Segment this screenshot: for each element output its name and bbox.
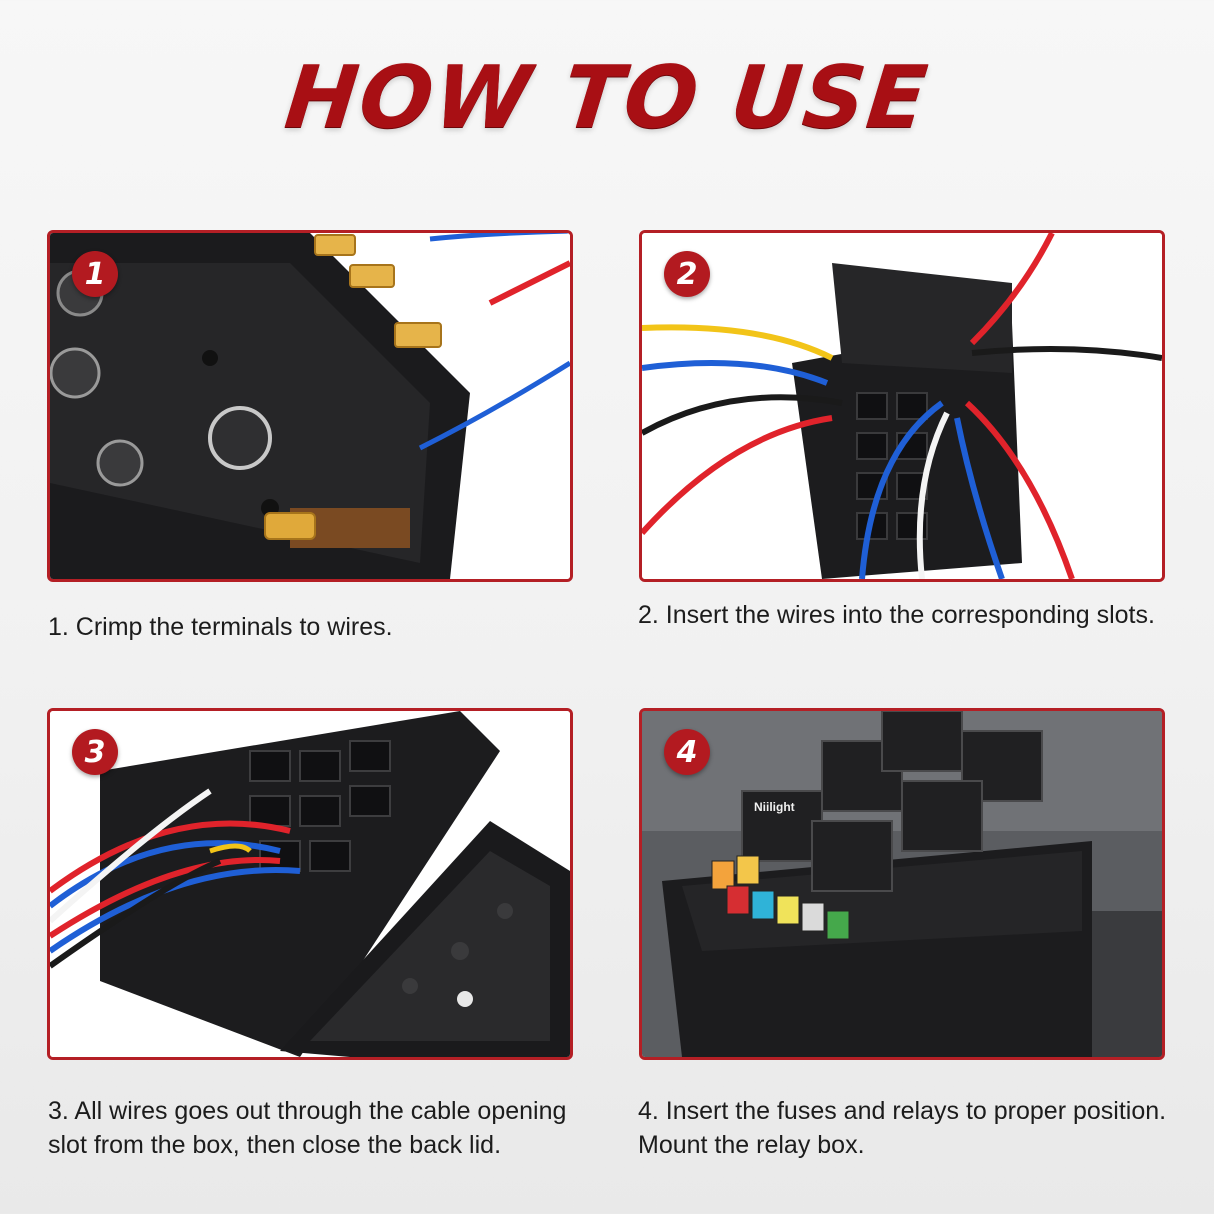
step-4-badge: 4 bbox=[664, 729, 710, 775]
relay-box-illustration: Niilight bbox=[642, 711, 1162, 1057]
step-1-caption: 1. Crimp the terminals to wires. bbox=[48, 613, 393, 641]
wire-insertion-illustration bbox=[642, 233, 1162, 579]
step-2-image: 2 bbox=[639, 230, 1165, 582]
step-3-badge: 3 bbox=[72, 729, 118, 775]
step-3-caption: 3. All wires goes out through the cable … bbox=[48, 1097, 567, 1159]
page-title: HOW TO USE bbox=[280, 48, 934, 148]
back-lid-illustration bbox=[50, 711, 570, 1057]
step-3-image: 3 bbox=[47, 708, 573, 1060]
step-2-caption: 2. Insert the wires into the correspondi… bbox=[638, 601, 1155, 629]
step-2-badge: 2 bbox=[664, 251, 710, 297]
relay-label: Niilight bbox=[754, 800, 795, 814]
step-4-caption: 4. Insert the fuses and relays to proper… bbox=[638, 1097, 1167, 1159]
step-4-image: Niilight 4 bbox=[639, 708, 1165, 1060]
step-1-badge: 1 bbox=[72, 251, 118, 297]
crimping-tool-illustration bbox=[50, 233, 570, 579]
step-1-image: 1 bbox=[47, 230, 573, 582]
